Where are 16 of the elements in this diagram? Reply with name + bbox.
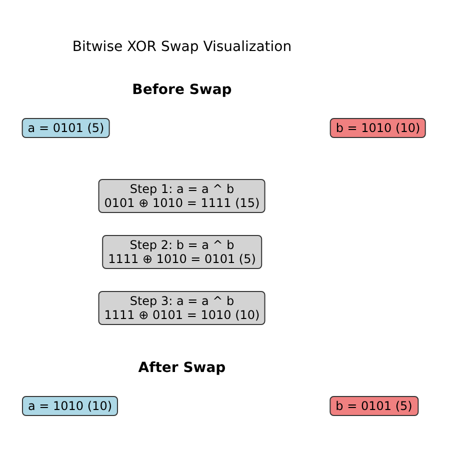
box-text: 1111 ⊕ 1010 = 0101 (5): [108, 252, 256, 266]
box-text: 1111 ⊕ 0101 = 1010 (10): [104, 308, 260, 322]
section-heading: After Swap: [138, 360, 226, 376]
box-text: Step 1: a = a ^ b: [128, 182, 236, 196]
step-box: [98, 179, 266, 213]
value-box: b = 1010 (10): [330, 118, 426, 138]
box-text: Step 3: a = a ^ b: [128, 294, 236, 308]
value-box: b = 0101 (5): [330, 396, 418, 416]
box-text: Step 2: b = a ^ b: [128, 238, 236, 252]
step-box: [98, 291, 266, 325]
value-box: a = 1010 (10): [22, 396, 118, 416]
diagram-title: Bitwise XOR Swap Visualization: [72, 39, 292, 55]
section-heading: Before Swap: [132, 82, 232, 98]
value-box: a = 0101 (5): [22, 118, 110, 138]
step-box: [102, 235, 262, 269]
box-text: 0101 ⊕ 1010 = 1111 (15): [104, 196, 260, 210]
